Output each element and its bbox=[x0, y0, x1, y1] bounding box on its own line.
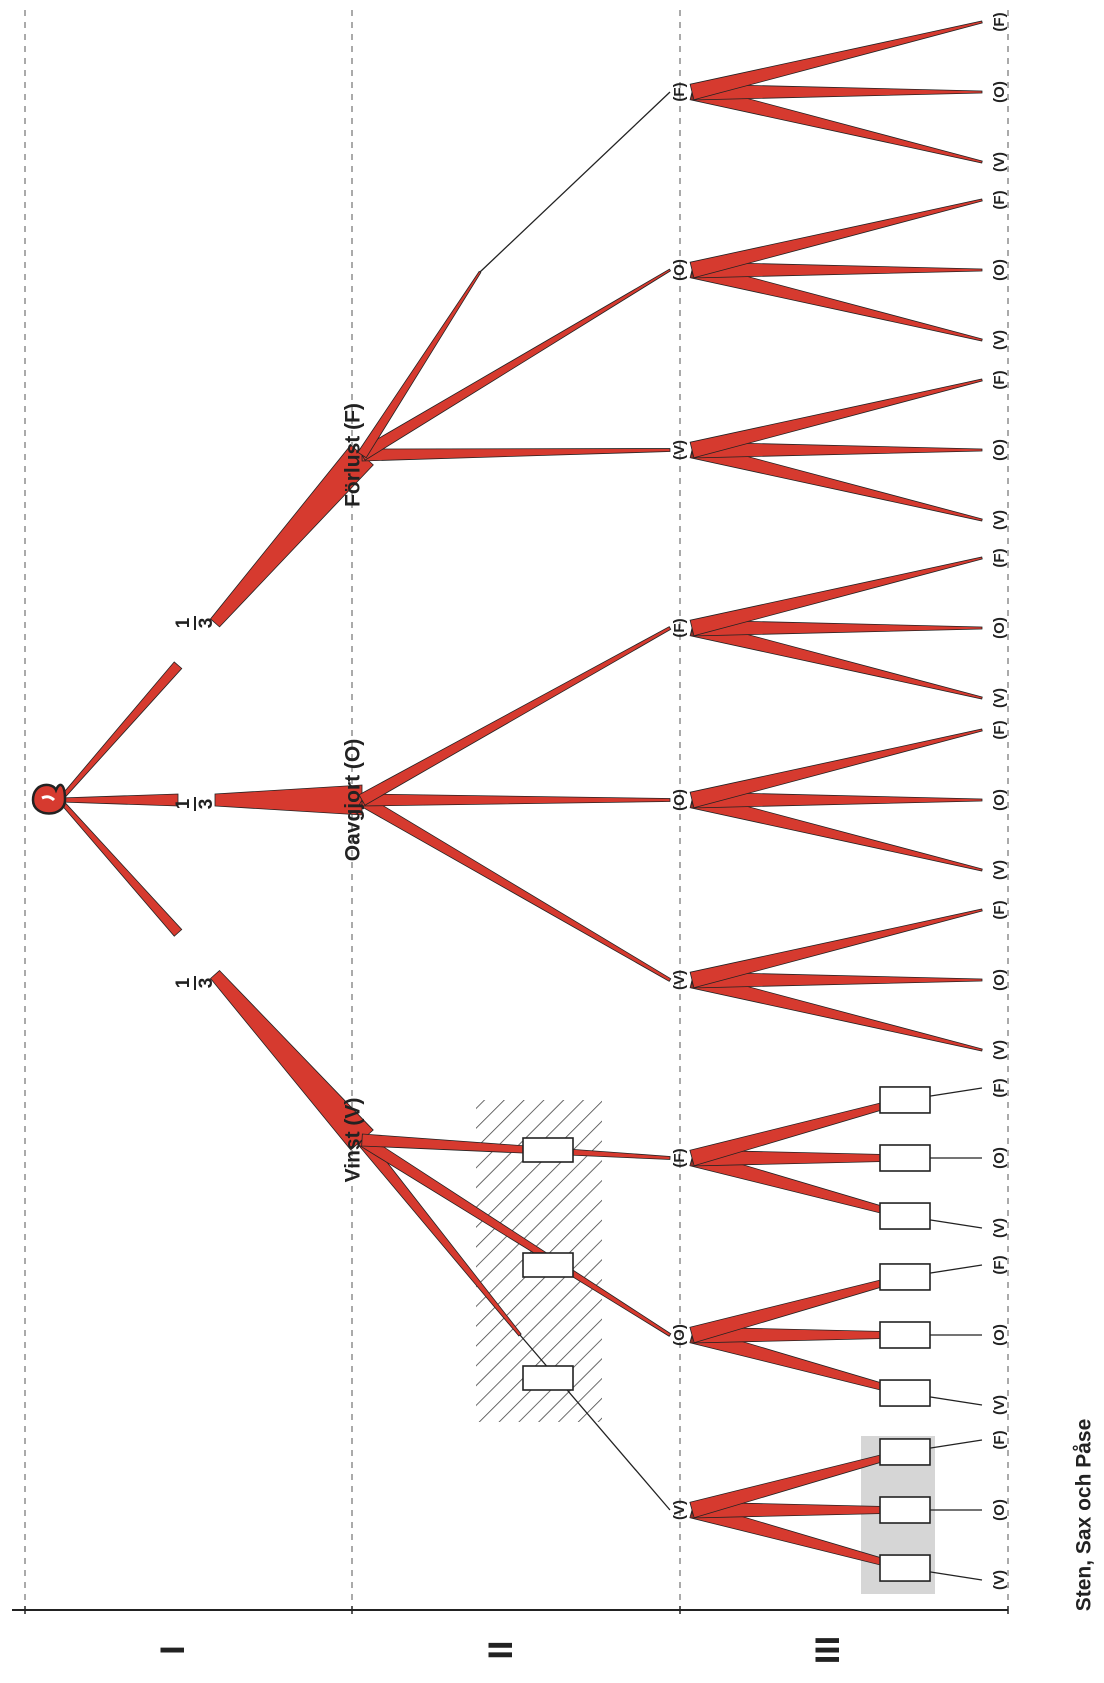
level3-label: (V) bbox=[991, 1040, 1008, 1060]
level3-label: (O) bbox=[991, 1324, 1008, 1346]
branch-l2-l3 bbox=[689, 556, 983, 637]
result-box bbox=[522, 1137, 574, 1163]
level3-label: (O) bbox=[991, 259, 1008, 281]
fraction-numerator: 1 bbox=[173, 977, 194, 988]
result-box bbox=[522, 1365, 574, 1391]
root-node bbox=[31, 783, 67, 815]
level3-label: (O) bbox=[991, 969, 1008, 991]
result-box bbox=[879, 1202, 931, 1230]
level2-label: (O) bbox=[671, 259, 688, 281]
diagram-caption: Sten, Sax och Påse bbox=[1073, 1419, 1096, 1612]
level3-label: (V) bbox=[991, 1218, 1008, 1238]
level2-label: (O) bbox=[671, 789, 688, 811]
branch-v-v-thin bbox=[519, 1334, 671, 1511]
level3-label: (V) bbox=[991, 152, 1008, 172]
fraction-numerator: 1 bbox=[173, 617, 194, 628]
fraction-numerator: 1 bbox=[173, 798, 194, 809]
result-box bbox=[522, 1252, 574, 1278]
level2-label: (V) bbox=[671, 440, 688, 460]
level3-label: (F) bbox=[991, 12, 1008, 31]
root-branch-segment bbox=[209, 969, 374, 1151]
level1-label-oavgjort: Oavgjort (O) bbox=[342, 739, 365, 862]
result-box bbox=[879, 1321, 931, 1349]
result-box bbox=[879, 1263, 931, 1291]
branch-f-f-thin bbox=[479, 91, 671, 273]
level-numeral-2: II bbox=[482, 1641, 520, 1660]
level2-label: (O) bbox=[671, 1324, 688, 1346]
branch-l1-l2 bbox=[361, 448, 671, 462]
level2-label: (F) bbox=[671, 82, 688, 101]
root-branch-segment bbox=[57, 798, 183, 937]
level2-label: (F) bbox=[671, 1148, 688, 1167]
branch-l2-l3 bbox=[689, 378, 983, 459]
level3-label: (V) bbox=[991, 510, 1008, 530]
level3-label: (F) bbox=[991, 720, 1008, 739]
node-labels: (V) (V) (O) (F) (O) (V) (O) (F) (F) (V) (O) (F) (V) (… bbox=[671, 12, 1008, 1590]
level-numeral-1: I bbox=[154, 1645, 192, 1654]
level3-label: (O) bbox=[991, 789, 1008, 811]
branch-l2-l3 bbox=[689, 20, 983, 101]
level2-label: (V) bbox=[671, 970, 688, 990]
level3-label: (F) bbox=[991, 1078, 1008, 1097]
level3-label: (O) bbox=[991, 81, 1008, 103]
level2-label: (V) bbox=[671, 1500, 688, 1520]
fraction-denominator: 3 bbox=[196, 799, 217, 810]
level3-label: (O) bbox=[991, 1147, 1008, 1169]
root-branch-segment bbox=[209, 444, 374, 628]
level3-label: (O) bbox=[991, 617, 1008, 639]
level3-label: (F) bbox=[991, 548, 1008, 567]
probability-fraction-oavgjort: 1 3 bbox=[173, 797, 217, 811]
probability-fraction-vinst: 1 3 bbox=[173, 976, 217, 990]
level-lines bbox=[12, 10, 1009, 1614]
level3-label: (F) bbox=[991, 190, 1008, 209]
white-boxes bbox=[522, 1086, 931, 1582]
level1-label-forlust: Förlust (F) bbox=[342, 403, 365, 507]
level3-label: (F) bbox=[991, 370, 1008, 389]
branch-l2-l3 bbox=[689, 908, 983, 989]
branch-l2-l3 bbox=[689, 198, 983, 279]
root-branch-segment bbox=[57, 661, 183, 802]
root-branch-segment bbox=[214, 784, 363, 816]
level3-label: (V) bbox=[991, 860, 1008, 880]
level3-label: (F) bbox=[991, 1430, 1008, 1449]
curved-root-icon bbox=[31, 783, 67, 815]
root-branch-segment bbox=[59, 793, 179, 807]
level3-label: (F) bbox=[991, 900, 1008, 919]
branches bbox=[57, 20, 983, 1581]
level3-label: (V) bbox=[991, 1395, 1008, 1415]
labels: Vinst (V) Oavgjort (O) Förlust (F) 1 3 1… bbox=[154, 403, 1096, 1664]
result-box bbox=[879, 1496, 931, 1524]
level3-label: (V) bbox=[991, 688, 1008, 708]
result-box bbox=[879, 1379, 931, 1407]
level3-label: (V) bbox=[991, 1570, 1008, 1590]
result-box bbox=[879, 1144, 931, 1172]
level3-label: (F) bbox=[991, 1255, 1008, 1274]
result-box bbox=[879, 1086, 931, 1114]
fraction-denominator: 3 bbox=[196, 978, 217, 989]
branch-l2-l3 bbox=[689, 728, 983, 809]
level3-label: (O) bbox=[991, 1499, 1008, 1521]
result-box bbox=[879, 1438, 931, 1466]
level3-label: (O) bbox=[991, 439, 1008, 461]
branch-l1-l2 bbox=[361, 793, 671, 807]
branch-f-o bbox=[358, 268, 672, 461]
fraction-denominator: 3 bbox=[196, 618, 217, 629]
root-icon-highlight bbox=[41, 795, 56, 802]
level2-label: (F) bbox=[671, 618, 688, 637]
branch-l1-l2 bbox=[358, 794, 672, 982]
branch-l1-l2 bbox=[358, 626, 672, 806]
level1-label-vinst: Vinst (V) bbox=[342, 1098, 365, 1183]
level3-label: (V) bbox=[991, 330, 1008, 350]
level-numeral-3: III bbox=[809, 1636, 847, 1664]
probability-fraction-forlust: 1 3 bbox=[173, 616, 217, 630]
branch-f-f bbox=[357, 270, 482, 459]
result-box bbox=[879, 1554, 931, 1582]
